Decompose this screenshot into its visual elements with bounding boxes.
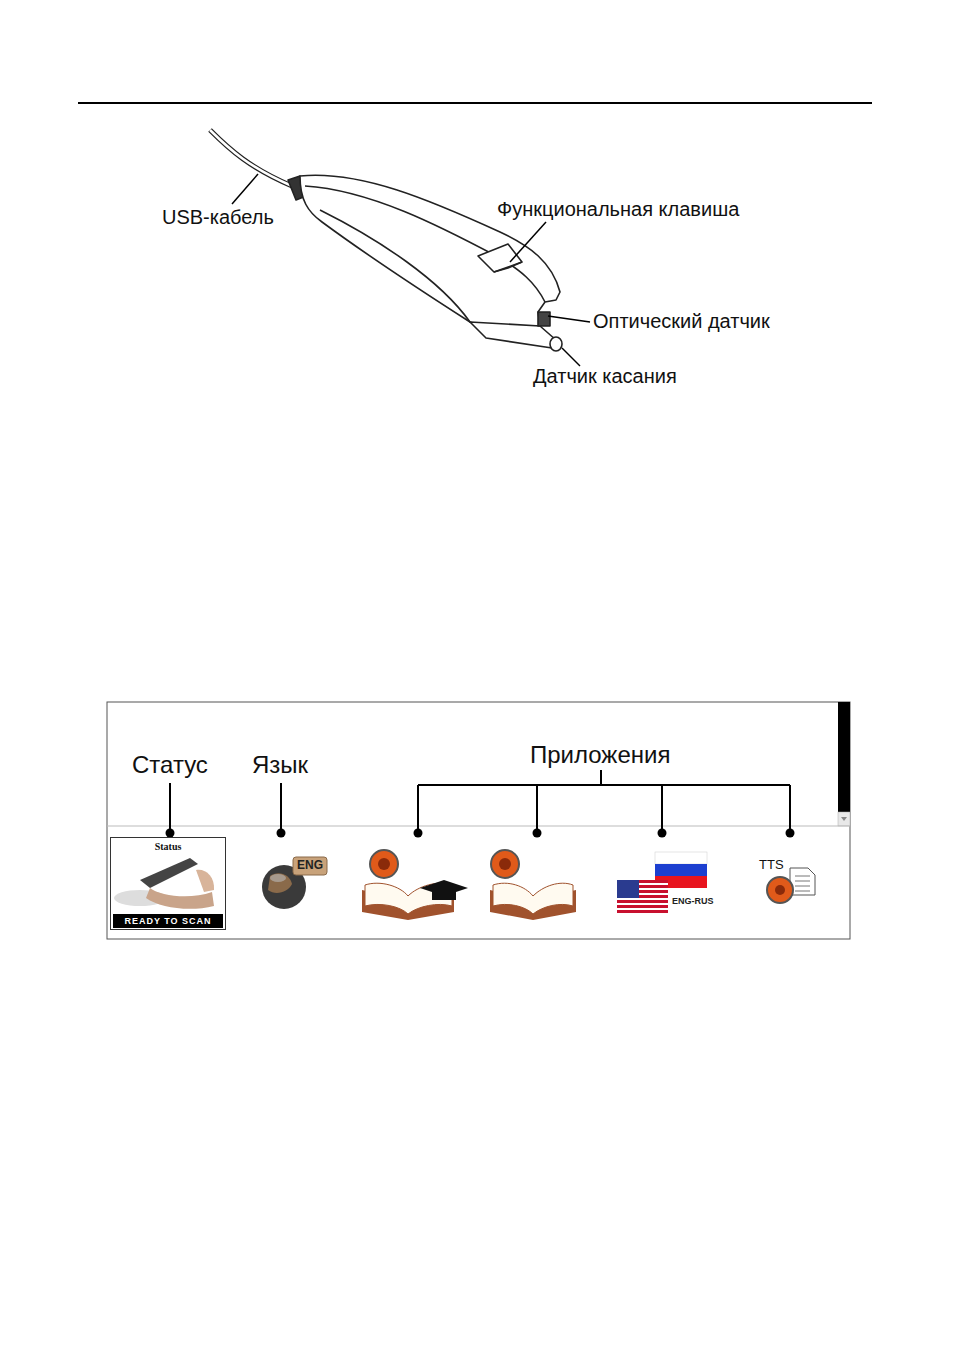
speaker: [491, 850, 519, 878]
screenshot-frame: [107, 702, 850, 939]
speaker-cone: [775, 885, 785, 895]
part-label: Функциональная клавиша: [497, 198, 739, 220]
globe-shine: [270, 874, 286, 882]
us-stripes: [617, 880, 668, 913]
leader-line: [548, 316, 590, 322]
section-label: Язык: [252, 752, 308, 778]
flag-stripe: [655, 852, 707, 864]
us-flag: [617, 880, 668, 914]
scrollbar: [838, 702, 850, 812]
cap-base: [432, 892, 456, 900]
hand-fingers: [196, 870, 214, 892]
pointer-dot: [533, 829, 542, 838]
speaker: [370, 850, 398, 878]
book-pages: [493, 883, 573, 914]
section-label: Приложения: [530, 742, 670, 768]
us-canton: [617, 880, 639, 898]
tts-icon: [767, 868, 815, 903]
icon-badge: ENG: [297, 859, 323, 872]
toolbar-divider: [107, 826, 850, 827]
lang-badge: [293, 857, 327, 875]
status-icon: StatusREADY TO SCAN: [110, 837, 226, 930]
icon-caption: TTS: [759, 858, 784, 872]
speaker: [767, 877, 793, 903]
usb-cable: [210, 130, 292, 186]
usb-cable-core: [210, 130, 292, 186]
speaker-cone: [499, 858, 511, 870]
body-seam-lower: [320, 210, 470, 322]
optical-sensor: [538, 312, 550, 326]
pointer-line: [280, 783, 282, 833]
leader-line: [510, 222, 546, 262]
pointer-dot: [414, 829, 423, 838]
part-label: USB-кабель: [162, 206, 274, 228]
status-banner: READY TO SCAN: [113, 914, 223, 928]
section-label: Статус: [132, 752, 208, 778]
function-key: [478, 244, 522, 272]
leader-line: [232, 174, 258, 204]
bracket: [418, 770, 790, 833]
pointer-dots: [166, 829, 795, 838]
language-icon: [262, 857, 327, 909]
mini-pen: [140, 858, 198, 888]
leader-line: [562, 348, 580, 366]
pointer-dot: [658, 829, 667, 838]
document-lines: [795, 876, 810, 891]
header-rule: [78, 102, 872, 104]
learning-dictionary-icon: [362, 850, 468, 920]
dictionary-icon: [490, 850, 576, 920]
scroll-arrow-glyph: [841, 817, 847, 821]
pointer-dot: [277, 829, 286, 838]
pointer-line: [169, 783, 171, 833]
pen-scanner: [210, 130, 562, 351]
speaker-cone: [378, 858, 390, 870]
icon-caption: ENG-RUS: [672, 897, 714, 907]
flag-stripe: [655, 864, 707, 876]
part-label: Оптический датчик: [593, 310, 770, 332]
touch-sensor: [550, 337, 562, 351]
function-key-edge: [494, 262, 522, 272]
pointer-dot: [786, 829, 795, 838]
status-artwork: [114, 858, 214, 909]
globe-land: [268, 873, 292, 893]
part-label: Датчик касания: [533, 365, 677, 387]
icon-title: Status: [111, 841, 225, 852]
scroll-arrow: [838, 812, 850, 826]
pointer-lines: [170, 770, 790, 833]
